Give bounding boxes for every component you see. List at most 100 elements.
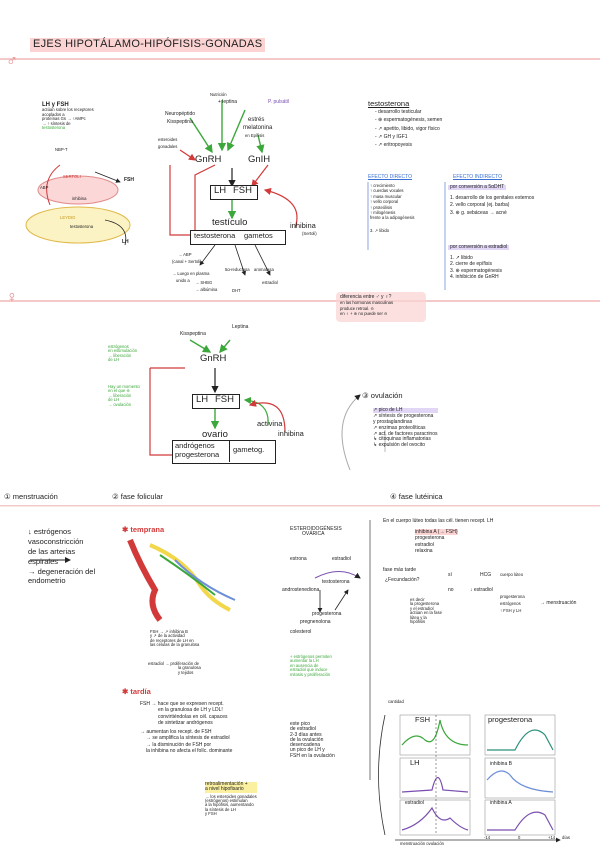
male-gnih: GnIH	[248, 154, 271, 165]
female-lh: LH	[196, 394, 209, 405]
lutea-cuerpo-luteo: cuerpo lúteo	[500, 572, 524, 577]
steroid-estrona: estrona	[290, 556, 307, 562]
test-effects-title: testosterona	[368, 99, 410, 108]
note-plasma: → Luego en plasma	[172, 271, 210, 276]
graph-inhibina-a-label: inhibina A	[490, 800, 512, 806]
lutea-hcg: HCG	[480, 572, 492, 578]
mini-leydig: LEYDIG	[60, 215, 76, 220]
indirect-list-2: 1. ↗ libido 2. cierre de epífisis 3. ⊕ e…	[450, 255, 502, 280]
male-lh: LH	[214, 185, 227, 196]
phase-lutea: ④ fase lutéinica	[390, 492, 443, 501]
efecto-directo-list: ↑ crecimiento ↑ cuerdas vocales ↑ masa m…	[370, 183, 415, 233]
steroid-androstenediona: androstenediona	[282, 587, 320, 593]
efecto-indirecto-title: EFECTO INDIRECTO	[453, 174, 502, 180]
steroid-pregnenolona: pregnenolona	[300, 619, 331, 625]
steroid-progesterona: progesterona	[312, 611, 342, 617]
label-nutricion: Nutrición	[210, 92, 227, 97]
lutea-no: no	[448, 587, 454, 593]
header-band	[0, 58, 600, 60]
lutea-list: inhibina A (→ FSH) progesterona estradio…	[415, 529, 458, 554]
male-gnrh: GnRH	[195, 154, 222, 165]
efecto-directo-title: EFECTO DIRECTO	[368, 174, 412, 180]
phase-band	[0, 505, 600, 507]
female-progesterona: progesterona	[175, 450, 220, 459]
lutea-intro: En el cuerpo lúteo todas las cél. tienen…	[383, 518, 494, 524]
page-title: EJES HIPOTÁLAMO-HIPÓFISIS-GONADAS	[30, 38, 266, 52]
steroid-estradiol: estradiol	[332, 556, 351, 562]
mini-testosterona: testosterona	[70, 224, 94, 229]
graph-inhibina-b-label: inhibina B	[490, 761, 512, 767]
graph-tick-0: 0	[518, 835, 521, 840]
label-kisspeptina: Kisspeptina	[167, 119, 193, 125]
label-melatonina: melatonina	[243, 125, 273, 131]
lutea-menstruacion: → menstruación	[540, 600, 577, 606]
male-symbol: ♂	[6, 53, 18, 70]
note-abp: → ABP	[178, 252, 192, 257]
graph-axis-left: cantidad	[388, 699, 404, 704]
steroid-colesterol: colesterol	[290, 629, 312, 635]
label-neuropeptido: Neuropéptido	[165, 111, 196, 117]
phase-menstruacion: ① menstruación	[4, 492, 58, 501]
female-leptina: Leptina	[232, 324, 249, 330]
mini-inhibina: inhibina	[72, 196, 87, 201]
graph-progesterona-label: progesterona	[488, 715, 533, 724]
note-shbg: → SHBG	[195, 280, 213, 285]
graph-tick-m14: -14	[484, 835, 491, 840]
male-inhibina: inhibina	[290, 221, 316, 230]
side-note: + estrógenos permiten aumentar la LH en …	[290, 654, 332, 677]
label-p-pulsatil: P. pulsátil	[268, 99, 290, 105]
female-gonad-box	[172, 440, 276, 464]
tardia-notes: FSH → hace que se expresen recept. en la…	[140, 701, 228, 726]
note-estradiol: estradiol	[262, 280, 278, 285]
female-ovario: ovario	[202, 429, 228, 440]
female-fsh: FSH	[215, 394, 234, 405]
lutea-si: sí	[448, 572, 452, 578]
lutea-estradiol: ↓ estradiol	[470, 587, 493, 593]
label-epifisis: en Epífisis	[245, 133, 265, 138]
female-activina: activina	[257, 419, 283, 428]
female-left-notes-2: Hay un momento en el que ⊕ → liberación …	[108, 384, 140, 407]
male-testosterona: testosterona	[194, 231, 236, 240]
conv-estradiol: por conversión a estradiol	[448, 244, 510, 251]
tardia-title: ✱ tardía	[122, 687, 151, 696]
pico-notes: este pico de estradiol 2-3 días antes de…	[290, 721, 335, 759]
steroid-testosterona: testosterona	[322, 579, 350, 585]
note-albumina: → albúmina	[195, 287, 218, 292]
male-gametos: gametos	[244, 231, 273, 240]
graph-tick-p14: +14	[548, 835, 556, 840]
mini-nbp: NBP-T	[55, 147, 68, 152]
label-esteroides: esteroides	[158, 137, 178, 142]
graph-estradiol-label: estradiol	[405, 800, 424, 806]
female-gnrh: GnRH	[200, 353, 227, 364]
male-fsh: FSH	[233, 185, 252, 196]
menstruacion-notes: ↓ estrógenos vasoconstricción de las art…	[28, 527, 96, 586]
tardia-notes-2: → aumentan los recept. de FSH → se ampli…	[140, 729, 233, 754]
fsh-notes: FSH → ↗ inhibina B y ↗ de la actividad d…	[150, 629, 200, 648]
mini-lh: LH	[122, 239, 129, 245]
graph-axis-bottom: menstruación ovulación	[400, 841, 444, 846]
female-kisspeptina: Kisspeptina	[180, 331, 206, 337]
graph-axis-dias: días	[562, 835, 570, 840]
label-leptina: + leptina	[218, 99, 238, 105]
lutea-progesterona: progesterona	[500, 594, 525, 599]
mini-abp: ABP	[40, 185, 49, 190]
phase-folicular: ② fase folicular	[112, 492, 163, 501]
lutea-fecundacion: ¿Fecundación?	[385, 577, 420, 583]
ovulacion-list: ↗ pico de LH ↗ síntesis de progesterona …	[373, 407, 438, 448]
female-androgenos: andrógenos	[175, 441, 215, 450]
graph-lh-label: LH	[410, 758, 420, 767]
female-inhibina: inhibina	[278, 429, 304, 438]
male-left-note: LH y FSH actúan sobre los receptores aco…	[42, 102, 94, 130]
label-estres: estrés	[248, 117, 265, 123]
female-left-notes: estrógenos en estimulación → liberación …	[108, 344, 138, 363]
esteroidogenesis-title: ESTEROIDOGÉNESIS OVÁRICA	[290, 526, 342, 538]
female-gametog: gametog.	[233, 445, 265, 454]
note-unido: unido a	[176, 278, 190, 283]
lutea-estrogenos: estrógenos	[500, 601, 521, 606]
note-canal: (canal + Sertoli)	[172, 259, 202, 264]
female-hipofisis-box	[192, 394, 240, 409]
estradiol-notes: estradiol → proliferación de la granulos…	[148, 661, 201, 675]
note-5ared: 5α-reductasa	[225, 267, 250, 272]
female-gonad-divider	[229, 440, 230, 462]
